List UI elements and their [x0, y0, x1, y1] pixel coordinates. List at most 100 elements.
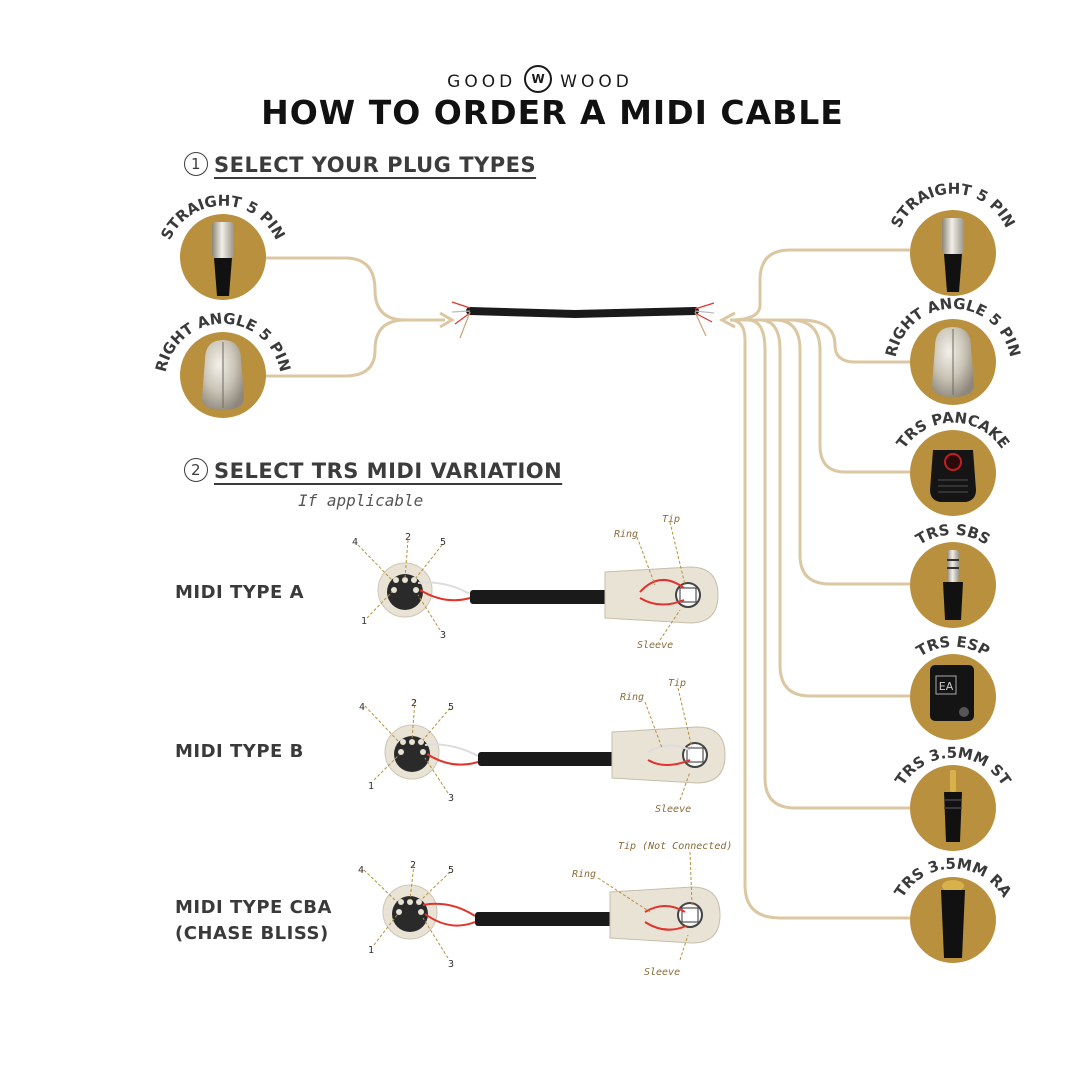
jack-leader-lines: [597, 851, 693, 961]
center-cable: [451, 301, 715, 339]
esp-badge-text: EA: [939, 680, 954, 693]
right-plug-trs-esp[interactable]: EA TRS ESP: [910, 633, 996, 740]
page-title: HOW TO ORDER A MIDI CABLE: [261, 93, 844, 132]
sleeve-label: Sleeve: [637, 640, 673, 651]
left-plug-straight-5-pin[interactable]: STRAIGHT 5 PIN: [157, 192, 289, 300]
straight-5-pin-icon: [942, 218, 964, 292]
midi-type-a-wiring[interactable]: 4 2 5 1 3 Ring Tip Sleeve: [352, 514, 719, 651]
right-angle-5-pin-icon: [932, 327, 974, 397]
svg-text:3: 3: [440, 630, 446, 641]
svg-text:5: 5: [440, 537, 446, 548]
din-connector-icon: [377, 562, 433, 618]
svg-text:2: 2: [410, 860, 416, 871]
right-angle-5-pin-icon: [202, 340, 244, 410]
pin-leader-lines: [363, 863, 451, 959]
svg-text:4: 4: [358, 865, 364, 876]
midi-type-b-wiring[interactable]: 4 2 5 1 3 Ring Tip Sleeve: [359, 678, 726, 815]
jack-leader-lines: [644, 687, 693, 801]
svg-text:4: 4: [359, 702, 365, 713]
right-plug-right-angle-5-pin[interactable]: RIGHT ANGLE 5 PIN: [882, 294, 1024, 405]
svg-text:2: 2: [411, 698, 417, 709]
right-connector-lines: [729, 248, 910, 920]
right-plug-trs-3-5mm-ra[interactable]: TRS 3.5MM RA: [891, 855, 1016, 963]
step-2-hint: If applicable: [298, 491, 424, 510]
right-arrow-icon: [718, 311, 736, 329]
svg-text:1: 1: [368, 945, 374, 956]
trs-sbs-icon: [943, 550, 963, 620]
svg-text:4: 4: [352, 537, 358, 548]
svg-text:5: 5: [448, 865, 454, 876]
right-plug-trs-3-5mm-st[interactable]: TRS 3.5MM ST: [891, 744, 1015, 851]
midi-type-a-line1: MIDI TYPE A: [175, 582, 305, 603]
right-plug-trs-sbs[interactable]: TRS SBS: [910, 521, 996, 628]
connector-line-right-5: [759, 318, 910, 698]
ring-label: Ring: [572, 869, 596, 880]
connector-line-right-4: [774, 318, 910, 586]
pin-numbers: 4 2 5 1 3: [352, 532, 446, 641]
trs-3-5mm-ra-icon: [941, 880, 965, 958]
jack-icon: [611, 726, 726, 784]
connector-line-right-3: [789, 318, 910, 474]
trs-3-5mm-st-icon: [944, 770, 962, 842]
sleeve-label: Sleeve: [644, 967, 680, 978]
brand-right-text: WOOD: [560, 72, 633, 92]
midi-type-cba-line1: MIDI TYPE CBA: [175, 897, 332, 918]
midi-type-a-label: MIDI TYPE A: [175, 580, 304, 606]
jack-icon: [609, 886, 721, 944]
svg-text:1: 1: [361, 616, 367, 627]
step-2-number: 2: [184, 458, 208, 482]
midi-type-cba-wiring[interactable]: 4 2 5 1 3 Ring Tip (Not Connected) Sleev: [358, 841, 732, 978]
midi-type-b-line1: MIDI TYPE B: [175, 741, 304, 762]
connector-line-right-1: [729, 248, 910, 322]
cable-jacket: [470, 590, 640, 604]
cable-wire-ends: [451, 301, 715, 339]
pin-numbers: 4 2 5 1 3: [358, 860, 454, 970]
connector-line-right-2: [730, 318, 910, 364]
step-2-label: SELECT TRS MIDI VARIATION: [214, 459, 563, 483]
connector-line-right-6: [747, 318, 910, 810]
right-plug-trs-pancake[interactable]: TRS PANCAKE: [893, 408, 1013, 516]
left-connector-lines: [265, 256, 445, 378]
svg-text:3: 3: [448, 959, 454, 970]
cable-jacket: [475, 912, 645, 926]
tip-label: Tip: [662, 514, 680, 525]
left-plug-right-angle-5-pin[interactable]: RIGHT ANGLE 5 PIN: [152, 309, 294, 418]
connector-line-left-2: [265, 318, 406, 378]
ring-label: Ring: [614, 529, 638, 540]
midi-type-cba-line2: (CHASE BLISS): [175, 923, 329, 944]
straight-5-pin-icon: [212, 222, 234, 296]
cable-jacket: [466, 307, 699, 319]
trs-esp-icon: EA: [930, 665, 974, 721]
jack-leader-lines: [636, 521, 686, 641]
brand-mark-icon: W: [524, 65, 553, 93]
left-arrow-icon: [439, 311, 455, 329]
svg-text:1: 1: [368, 781, 374, 792]
step-1-label: SELECT YOUR PLUG TYPES: [214, 153, 537, 177]
pin-leader-lines: [364, 699, 451, 794]
connector-line-left-1: [265, 256, 445, 322]
right-plug-straight-5-pin[interactable]: STRAIGHT 5 PIN: [887, 180, 1019, 296]
svg-text:2: 2: [405, 532, 411, 543]
sleeve-label: Sleeve: [655, 804, 691, 815]
connector-line-right-7: [729, 318, 910, 920]
brand-logo: GOOD W WOOD: [0, 65, 1080, 96]
midi-type-b-label: MIDI TYPE B: [175, 739, 304, 765]
pin-leader-lines: [357, 539, 443, 631]
cable-jacket: [478, 752, 648, 766]
midi-type-cba-label: MIDI TYPE CBA (CHASE BLISS): [175, 895, 332, 947]
trs-pancake-icon: [930, 450, 976, 502]
ring-label: Ring: [620, 692, 644, 703]
tip-label: Tip (Not Connected): [618, 841, 732, 852]
din-connector-icon: [384, 724, 440, 780]
pin-numbers: 4 2 5 1 3: [359, 698, 454, 804]
step-1-number: 1: [184, 152, 208, 176]
tip-label: Tip: [668, 678, 686, 689]
brand-left-text: GOOD: [447, 72, 517, 92]
svg-text:3: 3: [448, 793, 454, 804]
svg-text:5: 5: [448, 702, 454, 713]
din-connector-icon: [382, 884, 438, 940]
